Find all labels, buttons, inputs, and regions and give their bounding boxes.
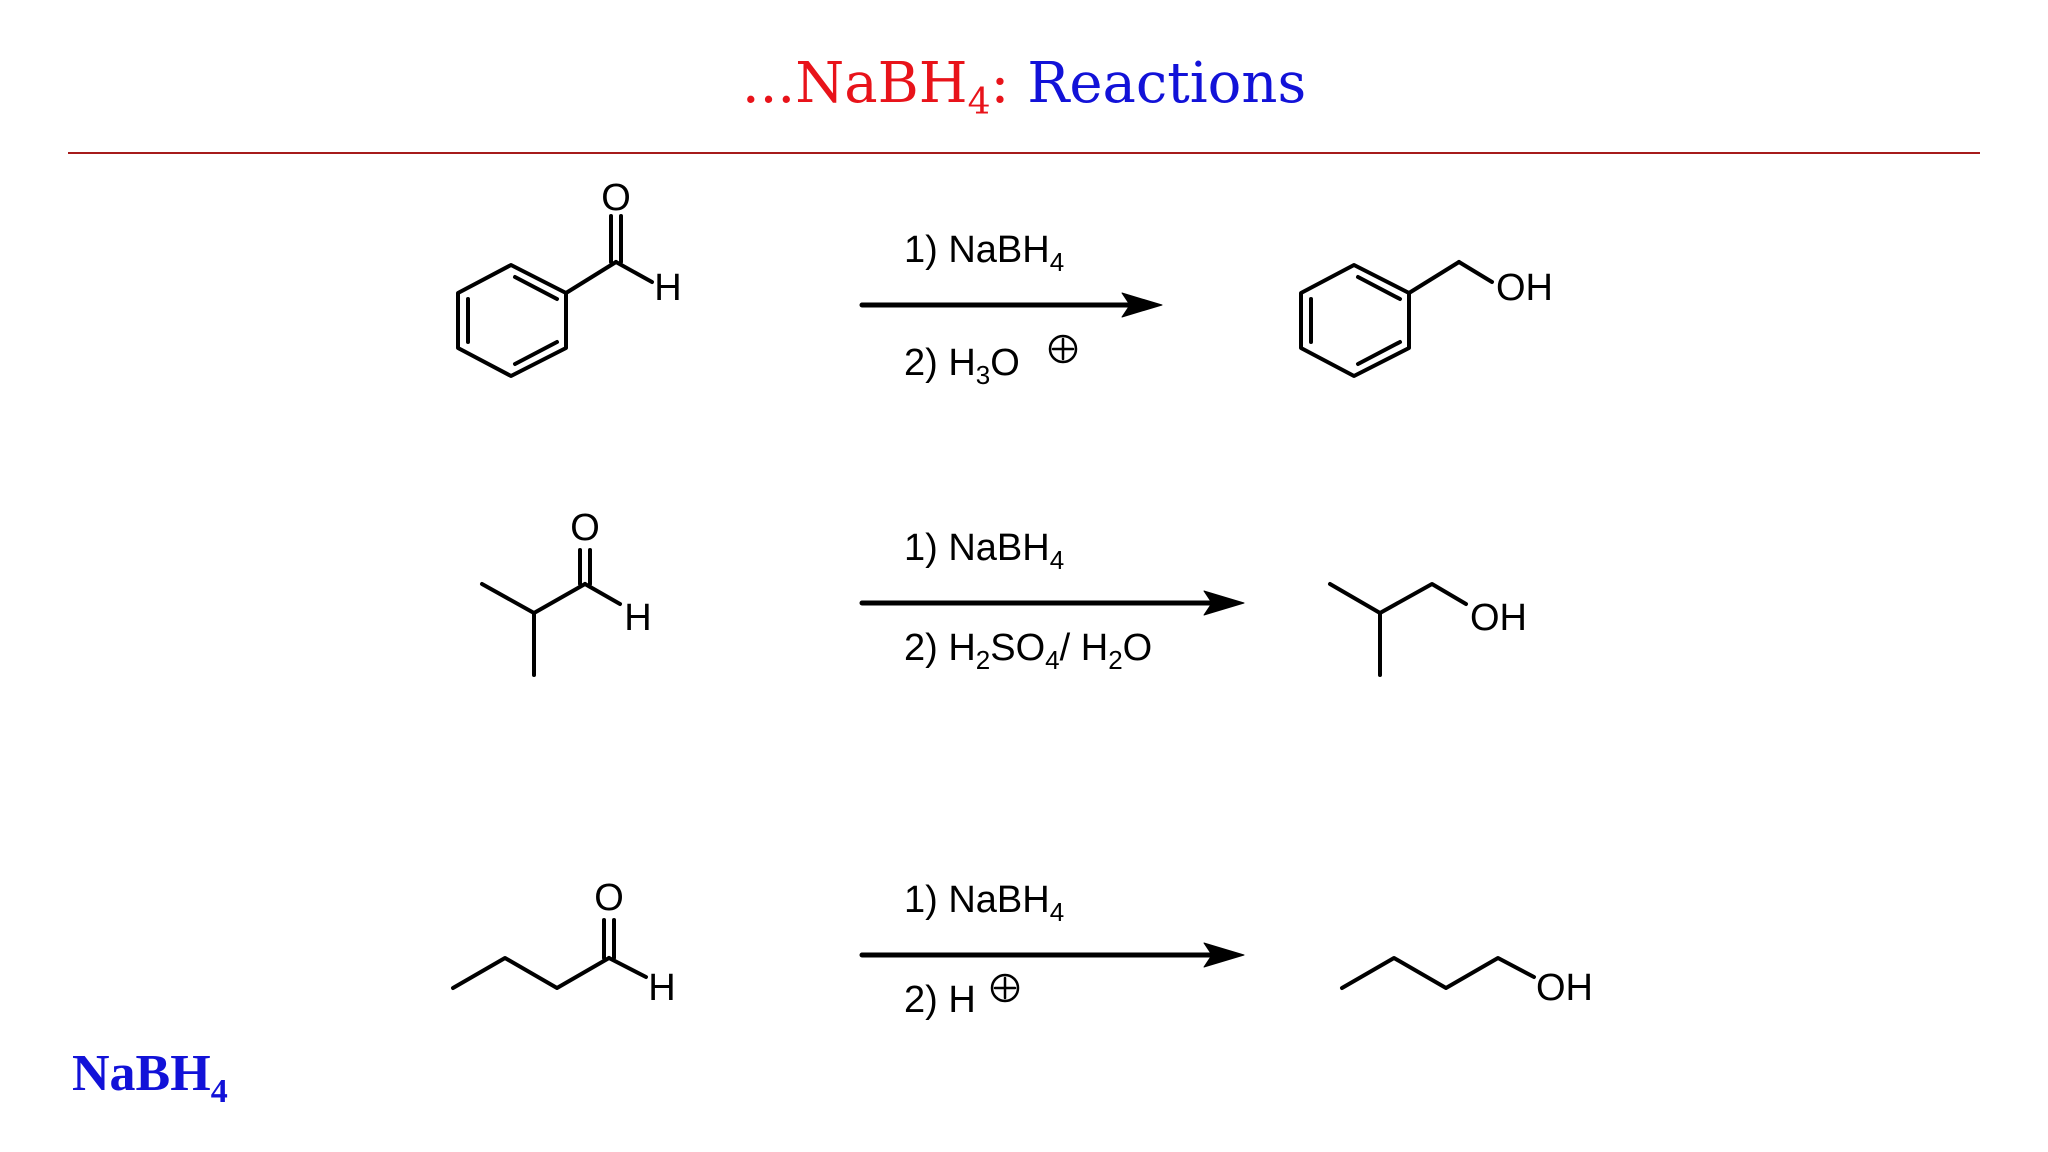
ch2-to-oh-bond bbox=[1457, 260, 1494, 284]
carbon-chain bbox=[480, 582, 587, 615]
reagent-step-2: 2) H bbox=[904, 979, 976, 1021]
product-2-isobutanol: OH bbox=[1328, 582, 1527, 677]
reaction-arrow-3: 1) NaBH4 2) H bbox=[859, 879, 1245, 1021]
hydroxyl-label: OH bbox=[1470, 597, 1527, 639]
reagent-step-2: 2) H2SO4/ H2O bbox=[904, 627, 1152, 675]
hydrogen-label: H bbox=[654, 267, 681, 309]
reaction-arrow-2: 1) NaBH4 2) H2SO4/ H2O bbox=[859, 527, 1245, 675]
reagent-step-1: 1) NaBH4 bbox=[904, 527, 1064, 575]
oxygen-label: O bbox=[570, 507, 600, 549]
slide-title: ...NaBH4: Reactions bbox=[0, 48, 2048, 123]
reactant-3-butanal: O H bbox=[451, 877, 676, 1009]
hydroxyl-label: OH bbox=[1536, 967, 1593, 1009]
oxygen-label: O bbox=[594, 877, 624, 919]
aromatic-bond bbox=[513, 340, 559, 366]
reaction-arrow-1: 1) NaBH4 2) H3O bbox=[859, 229, 1163, 390]
hydrogen-label: H bbox=[648, 967, 675, 1009]
reaction-3: O H 1) NaBH4 2) H OH bbox=[451, 877, 1593, 1021]
ring-to-ch2-bond bbox=[1407, 260, 1461, 295]
benzene-ring bbox=[1299, 263, 1411, 378]
title-separator: : bbox=[990, 51, 1010, 116]
reagent-step-1: 1) NaBH4 bbox=[904, 879, 1064, 927]
footer-text: NaBH bbox=[72, 1045, 211, 1102]
aldehyde-ch-bond bbox=[614, 260, 654, 284]
aromatic-bond bbox=[513, 275, 559, 301]
ring-to-carbonyl-bond bbox=[564, 260, 618, 295]
carbon-chain bbox=[1340, 956, 1536, 990]
title-main: Reactions bbox=[1027, 51, 1307, 116]
reactant-2-isobutyraldehyde: O H bbox=[480, 507, 652, 677]
hydrogen-label: H bbox=[624, 597, 651, 639]
title-divider bbox=[68, 152, 1980, 154]
hydroxyl-label: OH bbox=[1496, 267, 1553, 309]
aromatic-bond bbox=[1356, 275, 1402, 301]
plus-charge-icon bbox=[1048, 334, 1078, 364]
title-prefix: ...NaBH bbox=[741, 51, 968, 116]
oxygen-label: O bbox=[601, 177, 631, 219]
plus-charge-icon bbox=[990, 973, 1020, 1003]
footer-subscript: 4 bbox=[210, 1073, 228, 1110]
reagent-step-2: 2) H3O bbox=[904, 342, 1020, 390]
reactant-1-benzaldehyde: O H bbox=[456, 177, 682, 378]
carbon-chain bbox=[451, 956, 611, 990]
reaction-1: O H 1) NaBH4 2) H3O bbox=[456, 177, 1553, 390]
aldehyde-ch-bond bbox=[607, 956, 648, 979]
benzene-ring bbox=[456, 263, 568, 378]
product-1-benzyl-alcohol: OH bbox=[1299, 260, 1553, 378]
product-3-butanol: OH bbox=[1340, 956, 1593, 1009]
carbon-chain bbox=[1328, 582, 1468, 615]
footer-reagent-label: NaBH4 bbox=[72, 1044, 228, 1109]
reaction-2: O H 1) NaBH4 2) H2SO4/ H2O OH bbox=[480, 507, 1527, 677]
aromatic-bond bbox=[1356, 340, 1402, 366]
aldehyde-ch-bond bbox=[583, 582, 622, 606]
reagent-step-1: 1) NaBH4 bbox=[904, 229, 1064, 277]
title-prefix-subscript: 4 bbox=[967, 82, 991, 123]
